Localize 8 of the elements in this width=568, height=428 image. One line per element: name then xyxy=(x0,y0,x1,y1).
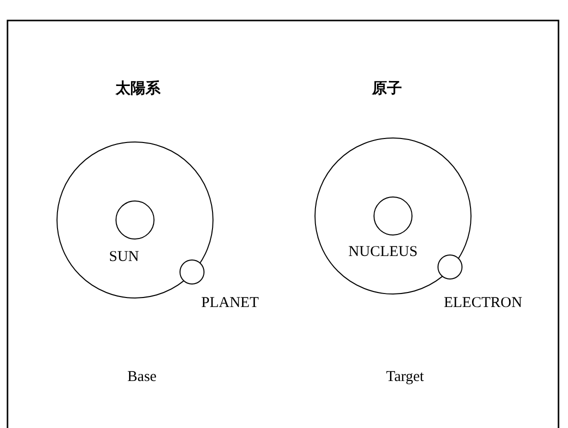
part-label: PLANET xyxy=(201,294,259,312)
heading: 原子 xyxy=(372,80,402,96)
part-label: SUN xyxy=(109,248,139,266)
part-label: NUCLEUS xyxy=(348,244,418,260)
caption-label: Base xyxy=(127,368,157,386)
caption-label: Target xyxy=(386,368,424,386)
heading: 太陽系 xyxy=(116,80,160,96)
part-label: ELECTRON xyxy=(444,294,522,312)
